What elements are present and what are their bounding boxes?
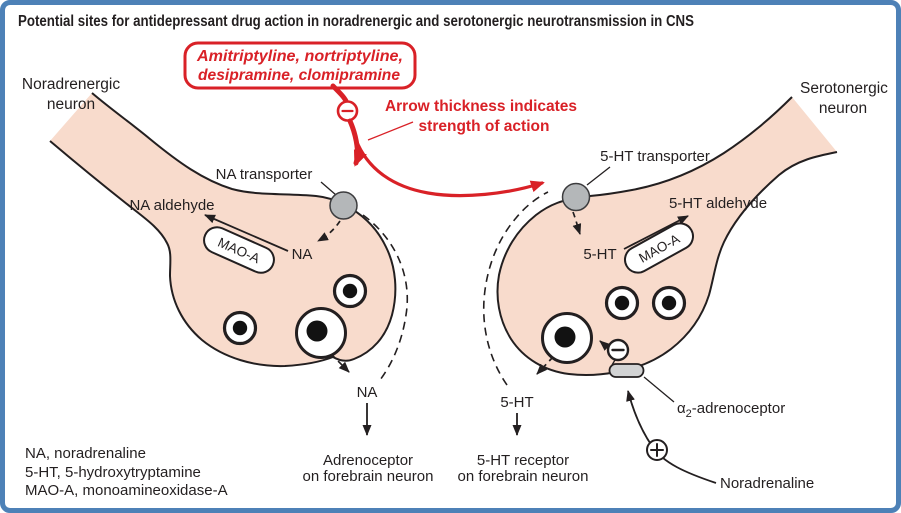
ht-receptor-label-line1: 5-HT receptor [477,452,569,469]
right-release-vesicle [541,312,593,364]
legend-line1: NA, noradrenaline [25,445,146,462]
left-mao-arrow [204,214,289,252]
alpha2-label: α2-adrenoceptor [677,400,785,420]
right-neuron-name-line2: neuron [819,100,867,117]
right-mao-arrow [623,215,689,250]
na-transporter [329,191,358,220]
vesicle-core [306,320,328,342]
alpha2-adrenoceptor [608,363,645,378]
arrow-note-line2: strength of action [419,118,550,135]
arrow-note-line1: Arrow thickness indicates [385,98,577,115]
right-uptake-arrow [572,211,582,235]
drug-box-line1: Amitriptyline, nortriptyline, [196,48,403,65]
na-transporter-label: NA transporter [216,166,313,183]
ht-receptor-label-line2: on forebrain neuron [458,468,589,485]
left-release-arrow [330,353,350,373]
serotonergic-neuron: Serotonergic neuron 5-HT transporter 5-H… [458,80,889,492]
alpha2-pointer [643,376,675,403]
figure-title: Potential sites for antidepressant drug … [18,13,694,30]
left-vesicle-1 [332,273,368,309]
ht-transporter [561,182,591,212]
left-neuron-name-line2: neuron [47,96,95,113]
right-reuptake-loop [482,191,549,386]
left-release-vesicle [295,307,347,359]
vesicle-core [614,295,630,311]
minus-icon-autoreceptor [606,338,630,362]
legend-line3: MAO-A, monoamineoxidase-A [25,482,228,499]
left-vesicle-2 [222,310,258,346]
right-cytoplasm-ht: 5-HT [583,246,616,263]
left-transporter-pointer [320,181,337,196]
na-aldehyde-label: NA aldehyde [129,197,214,214]
abbreviation-legend: NA, noradrenaline 5-HT, 5-hydroxytryptam… [25,445,228,499]
right-neuron-membrane [496,96,838,377]
left-released-na: NA [357,384,378,401]
autoreceptor-inhibit-arrow [599,340,611,351]
left-neuron-membrane [49,92,397,368]
adrenoceptor-label-line2: on forebrain neuron [303,468,434,485]
ht-transporter-label: 5-HT transporter [600,148,710,165]
ht-aldehyde-label: 5-HT aldehyde [669,195,767,212]
inhibition-arrow-na [353,143,367,167]
left-cytoplasm-na: NA [292,246,313,263]
vesicle-core [661,295,677,311]
drug-box-line2: desipramine, clomipramine [198,67,400,84]
right-vesicle-2 [651,285,687,321]
adrenoceptor-label-line1: Adrenoceptor [323,452,413,469]
left-neuron-name-line1: Noradrenergic [22,76,120,93]
drug-box [183,41,417,90]
left-uptake-arrow [317,220,341,242]
vesicle-core [232,320,248,336]
left-mao-pill-shape [203,226,275,274]
right-release-arrow [536,356,554,375]
right-neuron-name-line1: Serotonergic [800,80,888,97]
note-pointer [367,121,414,141]
right-mao-pill-shape [624,222,694,274]
vesicle-core [554,326,576,348]
legend-line2: 5-HT, 5-hydroxytryptamine [25,464,201,481]
right-released-ht: 5-HT [500,394,533,411]
left-reuptake-loop [362,214,409,381]
inhibition-arrow-5ht [354,138,545,198]
noradrenaline-label: Noradrenaline [720,475,814,492]
plus-icon-stimulation [646,439,668,461]
minus-icon-drug [336,100,359,122]
inhibition-stem-upper [330,83,349,104]
noradrenergic-neuron: Noradrenergic neuron NA transporter NA a… [22,76,434,485]
drug-annotation: Amitriptyline, nortriptyline, desipramin… [183,41,577,198]
vesicle-core [342,283,358,299]
right-transporter-pointer [586,166,611,186]
right-vesicle-1 [604,285,640,321]
